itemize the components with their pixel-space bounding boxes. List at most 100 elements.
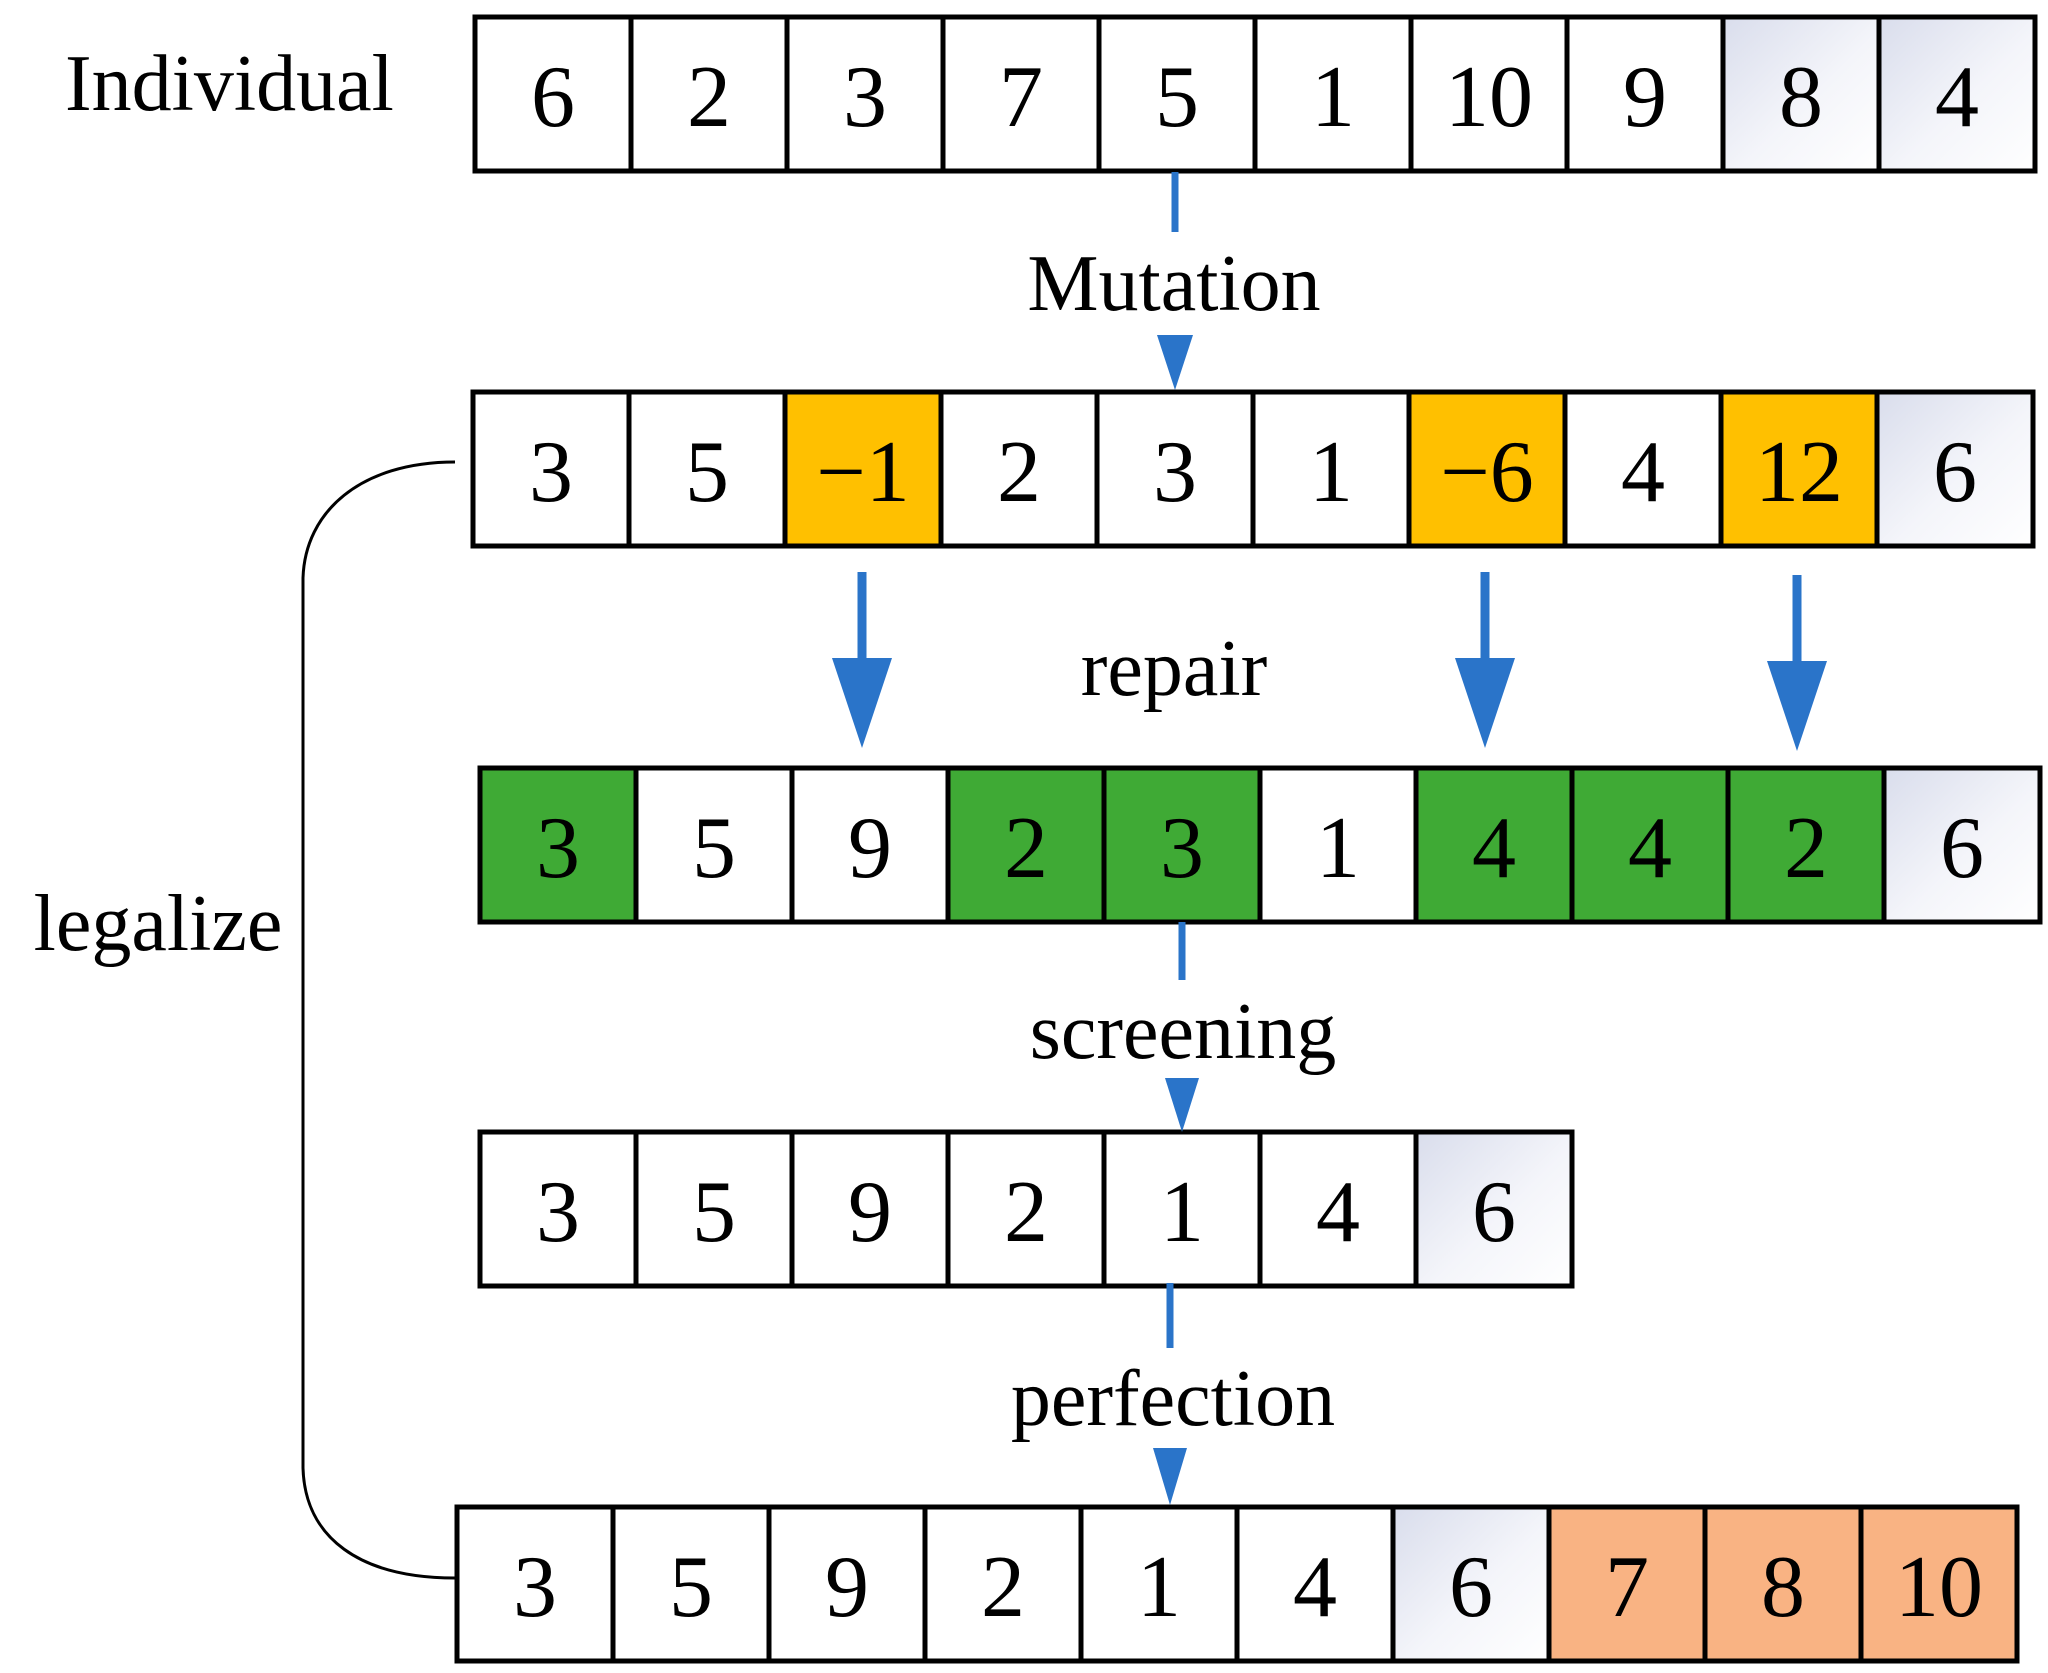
perfected-cell-8 (1546, 1504, 1708, 1664)
perfected-cell-2-value: 5 (669, 1539, 713, 1636)
repaired-cell-1 (477, 765, 639, 925)
mutated-row: 3 5 −1 2 3 1 −6 4 12 6 (470, 389, 2036, 549)
screening-connector (1165, 922, 1199, 1132)
individual-cell-5-value: 5 (1155, 49, 1199, 146)
mutated-cell-2-value: 5 (685, 424, 729, 521)
individual-cell-10-value: 4 (1935, 49, 1979, 146)
repaired-cell-7 (1413, 765, 1575, 925)
perfected-cell-4-value: 2 (981, 1539, 1025, 1636)
perfection-arrowhead (1153, 1448, 1187, 1505)
individual-cell-3-value: 3 (843, 49, 887, 146)
screened-cell-7-value: 6 (1472, 1164, 1516, 1261)
perfected-cell-5 (1078, 1504, 1240, 1664)
individual-cell-4-value: 7 (999, 49, 1043, 146)
individual-cell-9-value: 8 (1779, 49, 1823, 146)
perfected-cell-10 (1858, 1504, 2020, 1664)
screening-label: screening (1030, 988, 1337, 1076)
perfection-connector (1153, 1283, 1187, 1505)
repaired-cell-2 (633, 765, 795, 925)
legalize-bracket (301, 460, 456, 1580)
screened-cell-1-value: 3 (536, 1164, 580, 1261)
individual-cell-5 (1096, 14, 1258, 174)
screened-row: 3 5 9 2 1 4 6 (477, 1129, 1575, 1289)
repair-label: repair (1081, 625, 1268, 713)
screened-cell-5 (1101, 1129, 1263, 1289)
individual-cell-1-value: 6 (531, 49, 575, 146)
individual-cell-3 (784, 14, 946, 174)
repair-arrow-3 (1767, 575, 1827, 751)
mutated-cell-1-value: 3 (529, 424, 573, 521)
mutation-label: Mutation (1027, 240, 1320, 328)
mutated-cell-2 (626, 389, 788, 549)
mutated-cell-5-value: 3 (1153, 424, 1197, 521)
screened-cell-2-value: 5 (692, 1164, 736, 1261)
repair-arrows (832, 572, 1827, 751)
mutated-cell-10 (1874, 389, 2036, 549)
screened-cell-5-value: 1 (1160, 1164, 1204, 1261)
individual-cell-2-value: 2 (687, 49, 731, 146)
perfected-cell-10-value: 10 (1895, 1539, 1983, 1636)
individual-cell-6 (1252, 14, 1414, 174)
individual-row: 6 2 3 7 5 1 10 9 8 4 (472, 14, 2038, 174)
screened-cell-7 (1413, 1129, 1575, 1289)
perfected-cell-9 (1702, 1504, 1864, 1664)
individual-cell-8-value: 9 (1623, 49, 1667, 146)
mutated-cell-4 (938, 389, 1100, 549)
repaired-cell-8 (1569, 765, 1731, 925)
mutated-cell-10-value: 6 (1933, 424, 1977, 521)
perfected-cell-1 (454, 1504, 616, 1664)
perfected-cell-7-value: 6 (1449, 1539, 1493, 1636)
repaired-cell-2-value: 5 (692, 800, 736, 897)
repaired-cell-4-value: 2 (1004, 800, 1048, 897)
mutated-cell-8-value: 4 (1621, 424, 1665, 521)
mutated-cell-3-value: −1 (816, 424, 910, 521)
repaired-cell-6-value: 1 (1316, 800, 1360, 897)
individual-cell-2 (628, 14, 790, 174)
perfected-cell-3 (766, 1504, 928, 1664)
screened-cell-4-value: 2 (1004, 1164, 1048, 1261)
mutated-cell-7-value: −6 (1440, 424, 1534, 521)
repaired-cell-9-value: 2 (1784, 800, 1828, 897)
screened-cell-6-value: 4 (1316, 1164, 1360, 1261)
individual-cell-9 (1720, 14, 1882, 174)
individual-cell-7 (1408, 14, 1570, 174)
repaired-cell-8-value: 4 (1628, 800, 1672, 897)
screened-cell-3-value: 9 (848, 1164, 892, 1261)
repaired-cell-10-value: 6 (1940, 800, 1984, 897)
individual-cell-6-value: 1 (1311, 49, 1355, 146)
repair-arrow-2 (1455, 572, 1515, 748)
perfected-cell-1-value: 3 (513, 1539, 557, 1636)
perfected-cell-5-value: 1 (1137, 1539, 1181, 1636)
individual-cell-7-value: 10 (1445, 49, 1533, 146)
repaired-cell-7-value: 4 (1472, 800, 1516, 897)
mutated-cell-6 (1250, 389, 1412, 549)
repaired-cell-3 (789, 765, 951, 925)
individual-cell-1 (472, 14, 634, 174)
perfected-cell-4 (922, 1504, 1084, 1664)
mutated-cell-6-value: 1 (1309, 424, 1353, 521)
repaired-cell-3-value: 9 (848, 800, 892, 897)
individual-label: Individual (65, 40, 394, 128)
screened-cell-4 (945, 1129, 1107, 1289)
screened-cell-6 (1257, 1129, 1419, 1289)
repaired-cell-5-value: 3 (1160, 800, 1204, 897)
repaired-cell-9 (1725, 765, 1887, 925)
perfection-label: perfection (1011, 1355, 1335, 1443)
mutated-cell-4-value: 2 (997, 424, 1041, 521)
individual-cell-10 (1876, 14, 2038, 174)
mutation-arrowhead (1157, 335, 1193, 390)
repaired-cell-10 (1881, 765, 2043, 925)
screened-cell-1 (477, 1129, 639, 1289)
individual-cell-8 (1564, 14, 1726, 174)
legalize-label: legalize (34, 880, 283, 968)
mutated-cell-9-value: 12 (1755, 424, 1843, 521)
perfected-cell-3-value: 9 (825, 1539, 869, 1636)
perfected-cell-9-value: 8 (1761, 1539, 1805, 1636)
repair-arrow-1 (832, 572, 892, 748)
mutated-cell-3 (782, 389, 944, 549)
screening-arrowhead (1165, 1078, 1199, 1132)
mutation-connector (1157, 172, 1193, 390)
